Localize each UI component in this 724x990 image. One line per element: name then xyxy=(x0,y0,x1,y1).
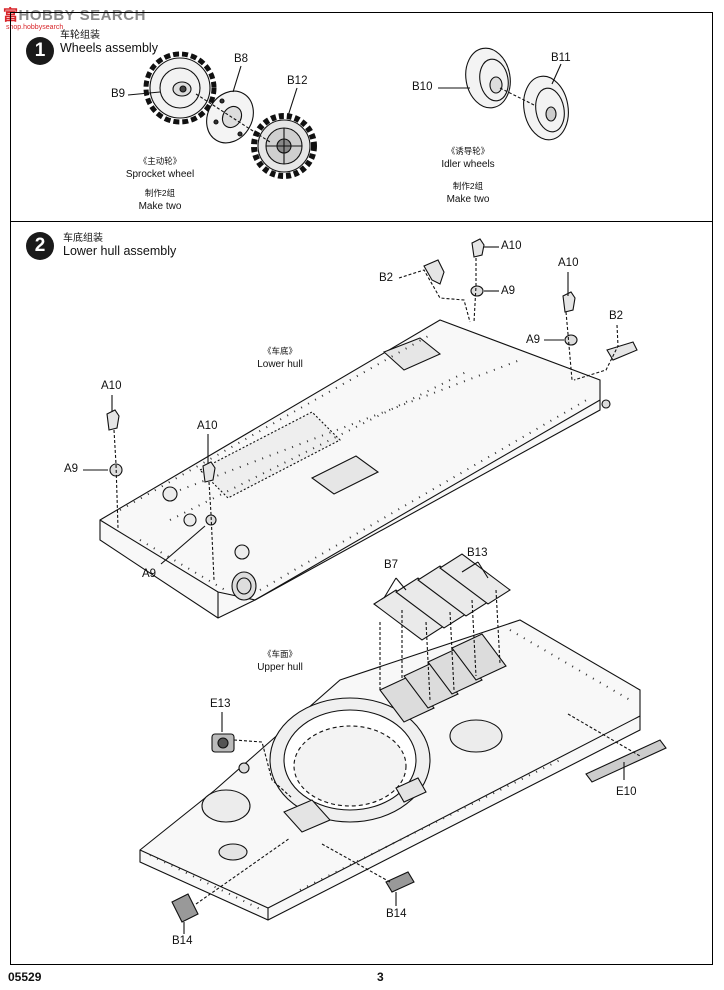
part-a9-top-drawing xyxy=(470,285,484,297)
sprocket-wheel-b12-drawing xyxy=(251,113,317,179)
label-a9-mid: A9 xyxy=(142,568,157,580)
idler-caption: 《诱导轮》 Idler wheels xyxy=(441,146,495,170)
step1-title-en: Wheels assembly xyxy=(60,41,158,55)
label-a9-left: A9 xyxy=(64,463,79,475)
label-b2-right: B2 xyxy=(609,310,624,322)
page-frame xyxy=(10,12,713,965)
lower-hull-caption: 《车底》 Lower hull xyxy=(257,346,303,370)
label-e13: E13 xyxy=(210,698,231,710)
part-b14-left-drawing xyxy=(171,893,199,923)
label-b7: B7 xyxy=(384,559,399,571)
page-number: 3 xyxy=(377,970,384,984)
label-a9-top: A9 xyxy=(501,285,516,297)
part-e10-drawing xyxy=(585,739,667,783)
label-a10-left: A10 xyxy=(101,380,122,392)
step2-title-cn: 车底组装 xyxy=(63,233,103,244)
step-number-1: 1 xyxy=(26,37,54,65)
idler-wheel-b10-drawing xyxy=(465,47,511,109)
label-b10: B10 xyxy=(412,81,433,93)
watermark-url: shop.hobbysearch xyxy=(6,24,64,31)
label-a10-top: A10 xyxy=(501,240,522,252)
label-a10-right: A10 xyxy=(558,257,579,269)
label-e10: E10 xyxy=(616,786,637,798)
label-b9: B9 xyxy=(111,88,126,100)
label-b14-right: B14 xyxy=(386,908,407,920)
label-b11: B11 xyxy=(551,52,571,64)
sprocket-wheel-b9-drawing xyxy=(143,51,217,125)
label-b14-left: B14 xyxy=(172,935,193,947)
upper-hull-drawing xyxy=(139,619,641,921)
part-b2-left-drawing xyxy=(423,259,445,285)
step1-title-cn: 车轮组装 xyxy=(60,30,100,41)
part-b2-right-drawing xyxy=(606,341,638,361)
label-b2-left: B2 xyxy=(379,272,394,284)
part-a10-top-drawing xyxy=(471,238,485,258)
part-b14-right-drawing xyxy=(385,871,415,893)
lower-hull-drawing xyxy=(99,319,611,619)
upper-hull-caption: 《车面》 Upper hull xyxy=(257,649,303,673)
part-a10-right-drawing xyxy=(562,291,576,313)
idler-wheel-b11-drawing xyxy=(523,75,569,141)
part-a9-right-drawing xyxy=(564,334,578,346)
label-a9-right: A9 xyxy=(526,334,541,346)
kit-code: 05529 xyxy=(8,970,42,984)
idler-make-note: 制作2组 Make two xyxy=(446,181,490,205)
part-a10-left-drawing xyxy=(106,409,120,431)
step2-title-en: Lower hull assembly xyxy=(63,244,177,258)
label-a10-mid: A10 xyxy=(197,420,218,432)
label-b13: B13 xyxy=(467,547,488,559)
step-number-2: 2 xyxy=(26,232,54,260)
step-divider xyxy=(10,221,713,222)
sprocket-caption: 《主动轮》 Sprocket wheel xyxy=(125,156,195,180)
part-e13-drawing xyxy=(211,733,235,753)
part-a9-mid-drawing xyxy=(205,514,217,526)
sprocket-make-note: 制作2组 Make two xyxy=(138,188,182,212)
label-b12: B12 xyxy=(287,75,308,87)
label-b8: B8 xyxy=(234,53,249,65)
part-a10-mid-drawing xyxy=(202,461,216,483)
